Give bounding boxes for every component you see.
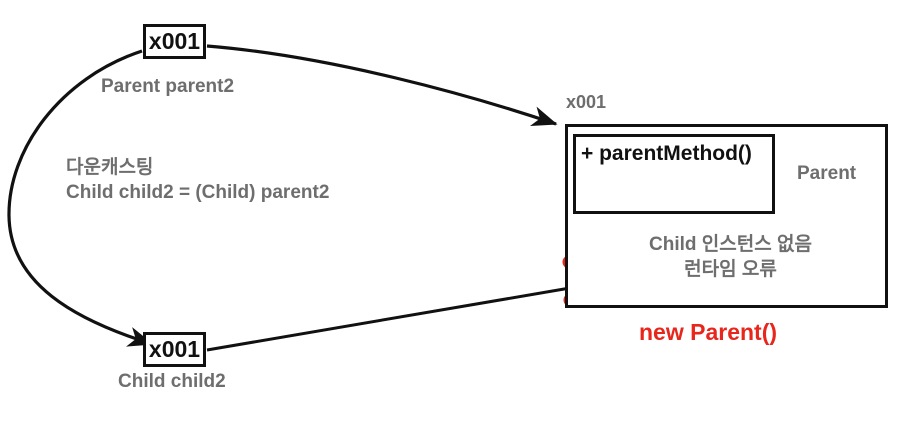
downcast-note: 다운캐스팅 Child child2 = (Child) parent2 — [66, 155, 329, 205]
parent-class-label: Parent — [797, 163, 857, 184]
parent-method-label: + parentMethod() — [581, 142, 752, 165]
runtime-error-line2: 런타임 오류 — [684, 259, 777, 280]
parent-variable-label: Parent parent2 — [101, 76, 235, 97]
child-variable-label: Child child2 — [118, 371, 226, 392]
downcast-note-line2: Child child2 = (Child) parent2 — [66, 182, 330, 203]
parent-method-box — [573, 134, 775, 214]
arrow-parent-ref-to-heap — [206, 44, 558, 127]
parent-reference-box: x001 — [143, 24, 206, 59]
new-parent-label: new Parent() — [639, 319, 778, 345]
arrow-child-ref-to-heap — [206, 286, 571, 352]
arrow-parent-ref-to-child-ref — [7, 49, 154, 347]
runtime-error-note: Child 인스턴스 없음 런타임 오류 — [623, 232, 838, 282]
heap-address-label: x001 — [566, 92, 607, 112]
downcast-note-line1: 다운캐스팅 — [66, 157, 154, 178]
runtime-error-line1: Child 인스턴스 없음 — [649, 234, 812, 255]
child-reference-box: x001 — [143, 332, 206, 367]
